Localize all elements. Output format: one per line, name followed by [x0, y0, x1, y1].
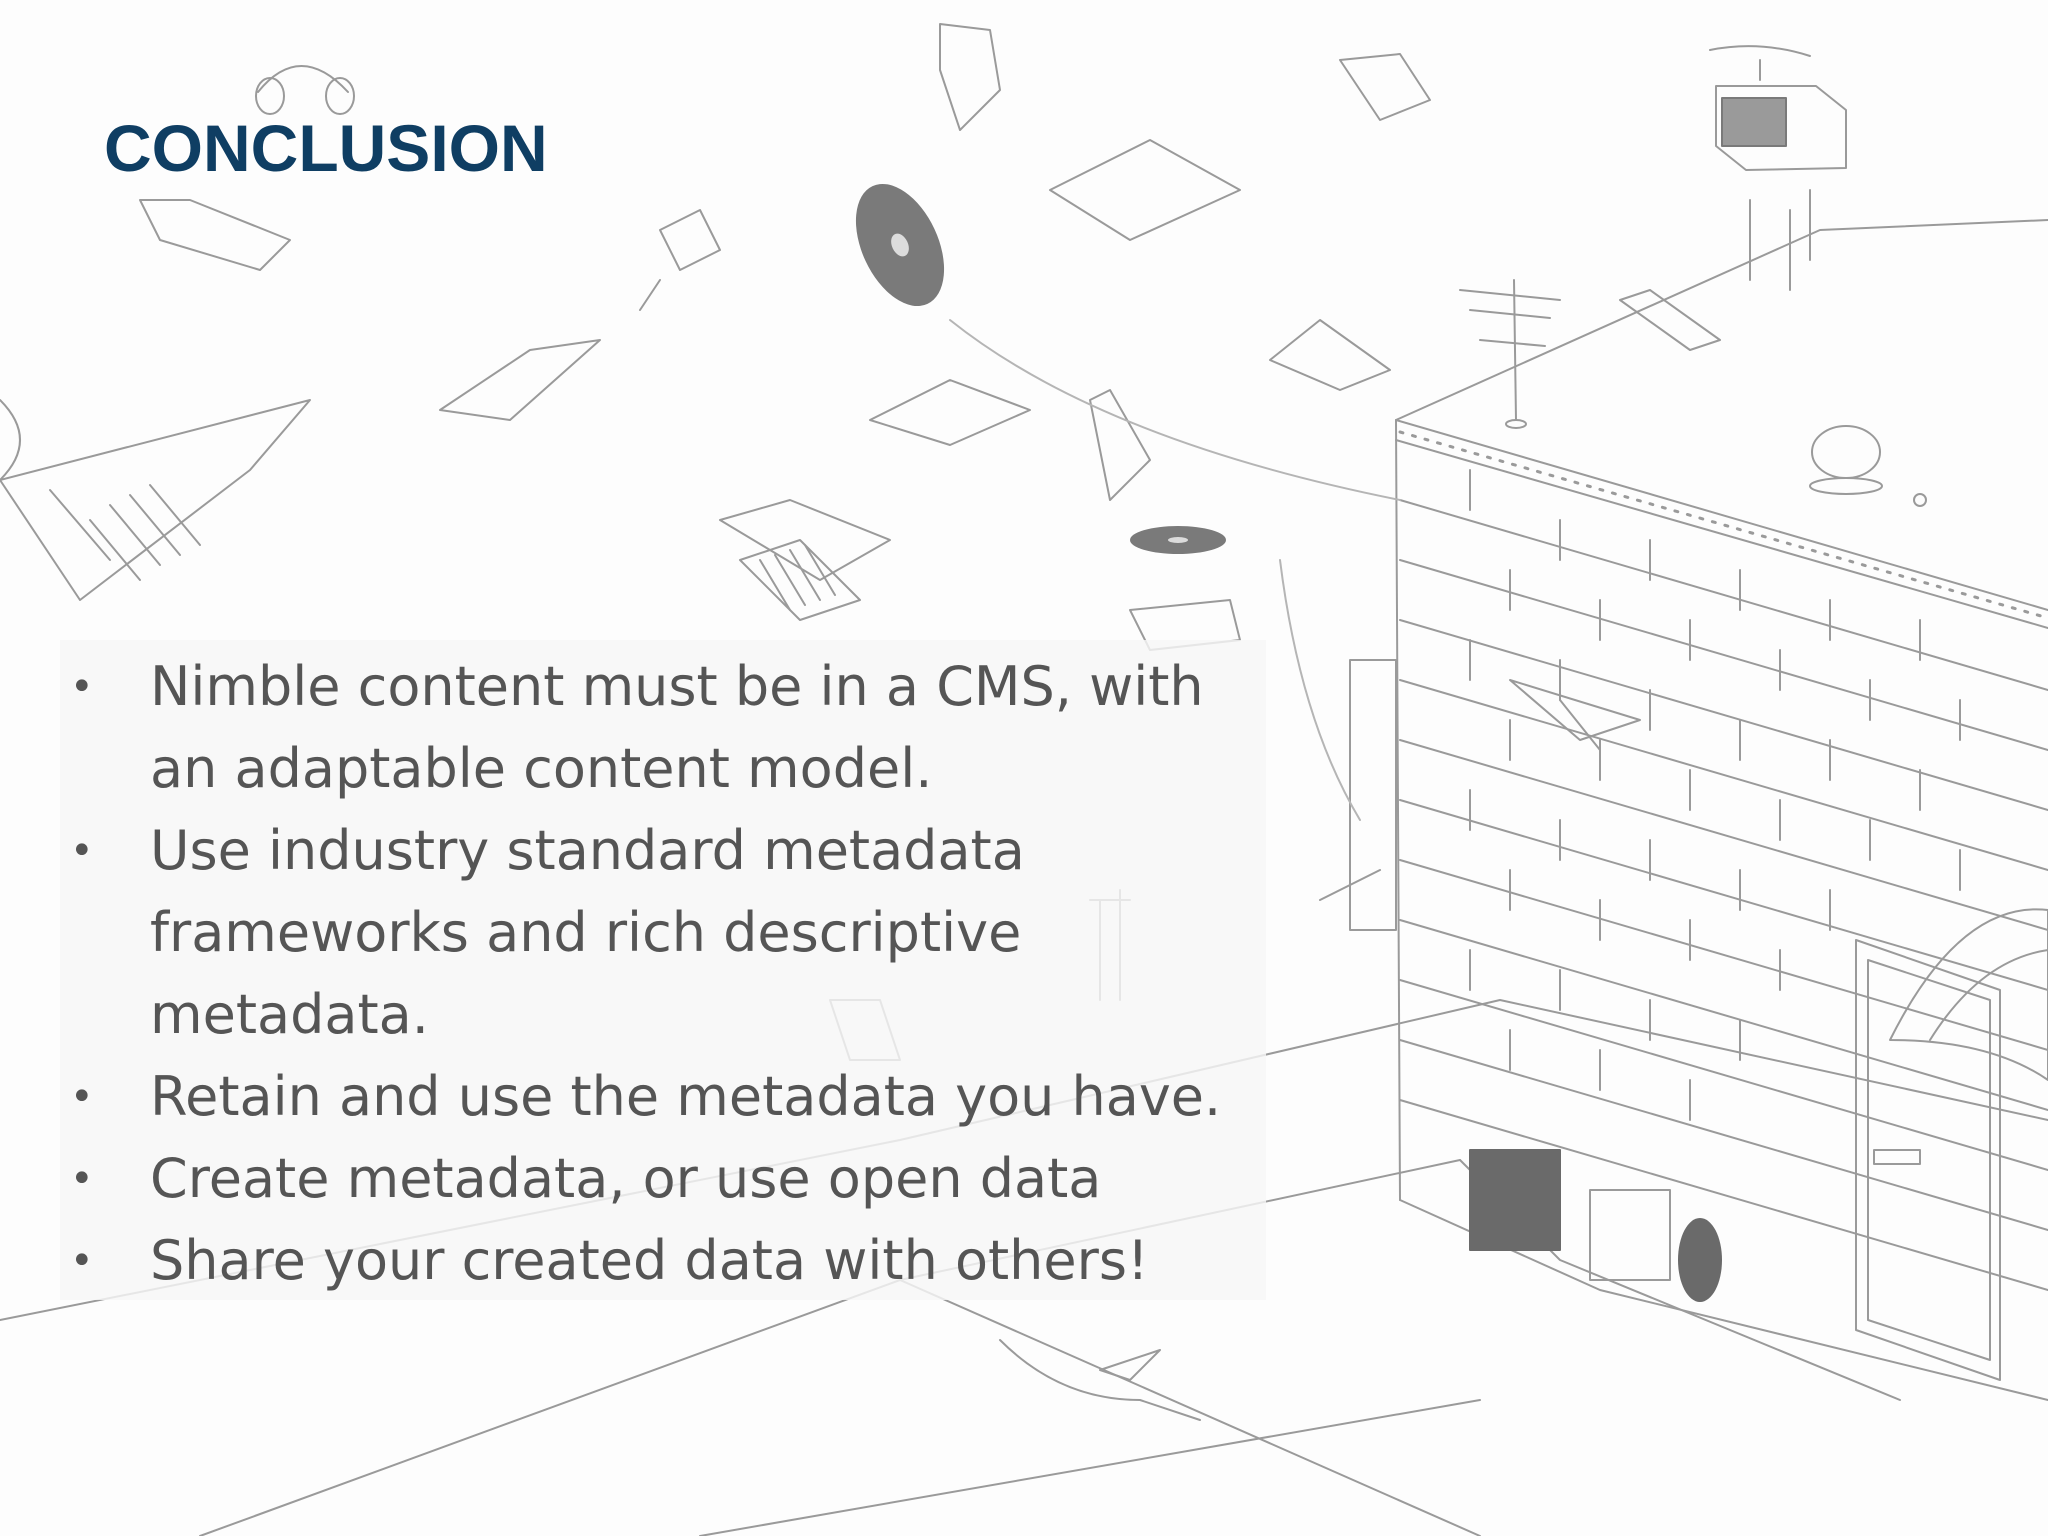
bullet-marker: •: [70, 1074, 94, 1120]
album-poster-sketch: [1470, 1150, 1560, 1250]
vinyl-record-sketch: [855, 183, 945, 307]
hand-paper-boat-sketch: [1000, 1340, 1200, 1420]
road-edge: [700, 1400, 1480, 1536]
flying-paper-sketch: [140, 200, 290, 270]
bullet-marker: •: [70, 1156, 94, 1202]
bullet-text: Share your created data with others!: [150, 1229, 1149, 1292]
flying-paper-sketch: [1090, 390, 1150, 500]
bullet-panel-background: [60, 640, 1266, 1300]
bullet-text: Create metadata, or use open data: [150, 1147, 1102, 1210]
brick-building: [1396, 220, 2048, 1400]
curb-line: [900, 1280, 1480, 1536]
album-poster-sketch: [1590, 1190, 1670, 1280]
flying-paper-sketch: [1340, 54, 1430, 120]
bullet-item: • Nimble content must be in a CMS, with …: [64, 646, 1264, 810]
flying-paper-sketch: [940, 24, 1000, 130]
flying-tv-sketch: [1710, 46, 1846, 290]
headphones-sketch: [256, 66, 354, 114]
small-paper-plane-sketch: [1510, 680, 1640, 750]
flying-paper-sketch: [1050, 140, 1240, 240]
wall-poster-sketch: [1350, 660, 1396, 930]
piggy-bank-sketch: [1810, 426, 1926, 506]
vinyl-record-sketch: [1678, 1218, 1722, 1302]
flying-paper-sketch: [1620, 290, 1720, 350]
flying-paper-sketch: [1270, 320, 1390, 390]
paper-plane-sketch: [0, 400, 310, 600]
bullet-marker: •: [70, 664, 94, 710]
flying-paper-sketch: [870, 380, 1030, 445]
bullet-text: Nimble content must be in a CMS, with an…: [150, 655, 1204, 800]
arrow-sign-sketch: [640, 210, 720, 310]
bullet-text: Use industry standard metadata framework…: [150, 819, 1025, 1046]
conclusion-bullet-list: • Nimble content must be in a CMS, with …: [64, 646, 1264, 1302]
bullet-item: • Use industry standard metadata framewo…: [64, 810, 1264, 1056]
umbrella-sketch: [1890, 909, 2048, 1080]
bullet-item: • Create metadata, or use open data: [64, 1138, 1264, 1220]
bullet-item: • Retain and use the metadata you have.: [64, 1056, 1264, 1138]
antenna-sketch: [1460, 280, 1560, 428]
bullet-marker: •: [70, 828, 94, 874]
vinyl-record-sketch: [1130, 526, 1226, 554]
door-sketch: [1856, 940, 2000, 1380]
pipe-sketch: [1320, 870, 1380, 900]
newspaper-sketch: [720, 500, 890, 620]
bullet-marker: •: [70, 1238, 94, 1284]
bullet-item: • Share your created data with others!: [64, 1220, 1264, 1302]
bullet-text: Retain and use the metadata you have.: [150, 1065, 1222, 1128]
slide-title: CONCLUSION: [104, 111, 548, 185]
flying-paper-sketch: [440, 340, 600, 420]
